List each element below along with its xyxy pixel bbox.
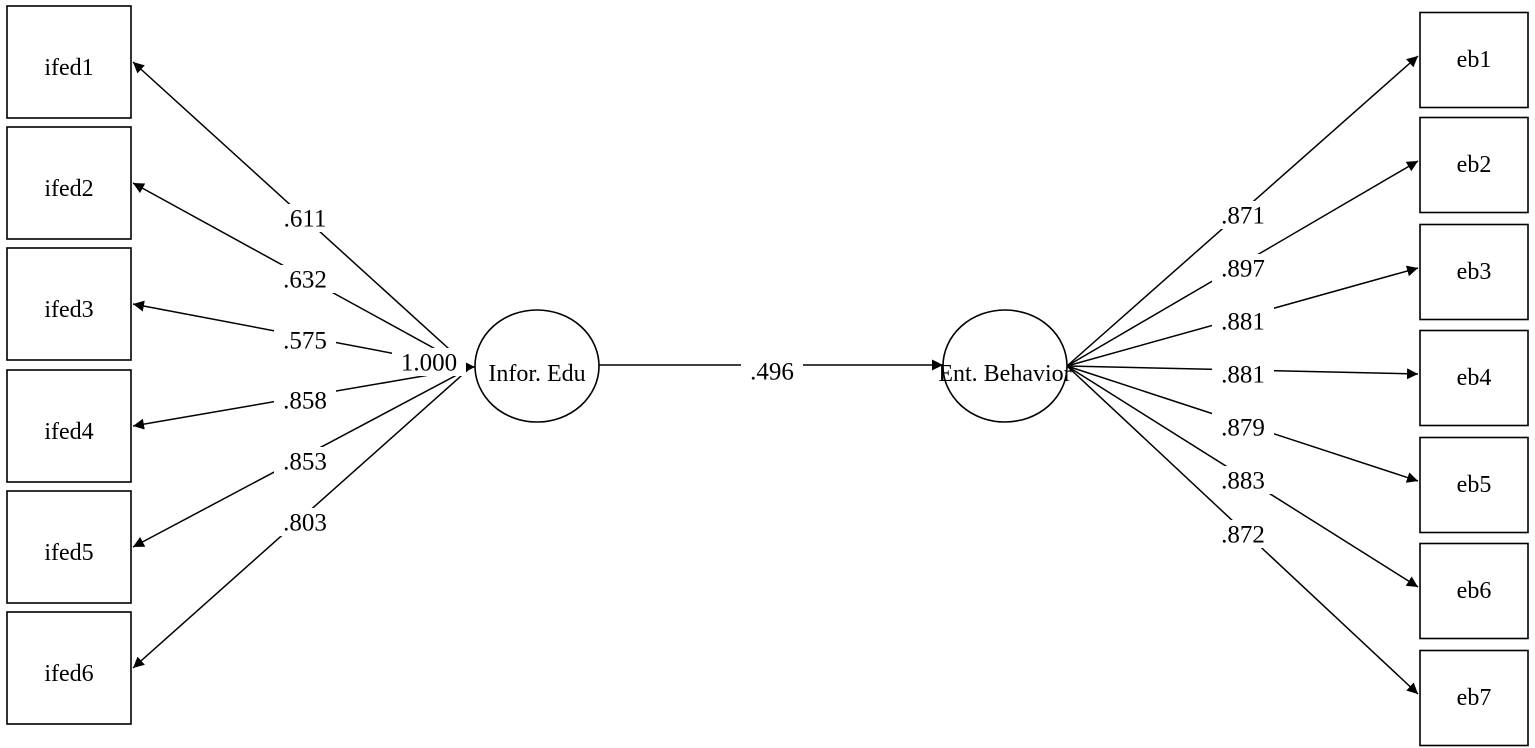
- indicator-box-ifed1: [6, 5, 132, 119]
- indicator-box-eb1: [1419, 11, 1529, 109]
- indicator-box-eb6: [1419, 542, 1529, 640]
- indicator-label-ifed4: ifed4: [44, 419, 93, 445]
- indicator-box-eb3: [1419, 223, 1529, 321]
- indicator-box-ifed5: [6, 490, 132, 604]
- loading-label-eb7-bg: [1212, 520, 1274, 548]
- variance-label: 1.000: [401, 350, 457, 377]
- loading-label-ifed2-bg: [274, 265, 336, 293]
- indicator-box-ifed3: [6, 247, 132, 361]
- indicator-box-ifed4: [6, 369, 132, 483]
- latent-label-left: Infor. Edu: [488, 361, 585, 387]
- loading-label-eb2-bg: [1212, 254, 1274, 282]
- latent-factor-right: [942, 309, 1068, 423]
- loading-label-eb2: .897: [1221, 256, 1265, 283]
- loading-label-eb1: .871: [1221, 203, 1265, 230]
- indicator-label-ifed6: ifed6: [44, 661, 93, 687]
- indicator-label-ifed2: ifed2: [44, 176, 93, 202]
- latent-label-right: Ent. Behavior: [938, 361, 1071, 387]
- indicator-label-ifed1: ifed1: [44, 55, 93, 81]
- loading-label-ifed1: .611: [284, 206, 327, 233]
- loading-label-eb6: .883: [1221, 468, 1265, 495]
- loading-label-eb6-bg: [1212, 466, 1274, 494]
- loading-label-eb3-bg: [1212, 307, 1274, 335]
- latent-factor-left: [474, 309, 600, 423]
- loading-label-eb4-bg: [1212, 360, 1274, 388]
- indicator-box-eb5: [1419, 436, 1529, 534]
- structural-coefficient-label-bg: [741, 357, 803, 385]
- loading-label-ifed1-bg: [274, 204, 336, 232]
- loading-label-eb1-bg: [1212, 201, 1274, 229]
- indicator-label-ifed5: ifed5: [44, 540, 93, 566]
- loading-label-ifed3: .575: [283, 328, 327, 355]
- loading-label-eb5-bg: [1212, 413, 1274, 441]
- indicator-box-eb2: [1419, 116, 1529, 214]
- indicator-box-eb7: [1419, 649, 1529, 747]
- indicator-box-ifed6: [6, 611, 132, 725]
- indicator-label-eb3: eb3: [1457, 259, 1492, 285]
- loading-label-ifed5-bg: [274, 447, 336, 475]
- loading-label-eb7: .872: [1221, 522, 1265, 549]
- variance-label-bg: [392, 348, 466, 376]
- loading-label-ifed6: .803: [283, 510, 327, 537]
- loading-label-ifed3-bg: [274, 326, 336, 354]
- indicator-box-ifed2: [6, 126, 132, 240]
- indicator-label-eb7: eb7: [1457, 685, 1492, 711]
- indicator-label-eb1: eb1: [1457, 47, 1492, 73]
- loading-label-ifed6-bg: [274, 508, 336, 536]
- indicator-label-eb4: eb4: [1457, 365, 1492, 391]
- indicator-label-eb2: eb2: [1457, 152, 1492, 178]
- loading-label-ifed4-bg: [274, 386, 336, 414]
- indicator-label-eb5: eb5: [1457, 472, 1492, 498]
- loading-label-eb3: .881: [1221, 309, 1265, 336]
- indicator-label-ifed3: ifed3: [44, 297, 93, 323]
- structural-coefficient-label: .496: [750, 359, 794, 386]
- indicator-box-eb4: [1419, 329, 1529, 427]
- indicator-label-eb6: eb6: [1457, 578, 1492, 604]
- loading-label-ifed5: .853: [283, 449, 327, 476]
- loading-label-ifed2: .632: [283, 267, 327, 294]
- loading-label-eb4: .881: [1221, 362, 1265, 389]
- loading-label-eb5: .879: [1221, 415, 1265, 442]
- loading-label-ifed4: .858: [283, 388, 327, 415]
